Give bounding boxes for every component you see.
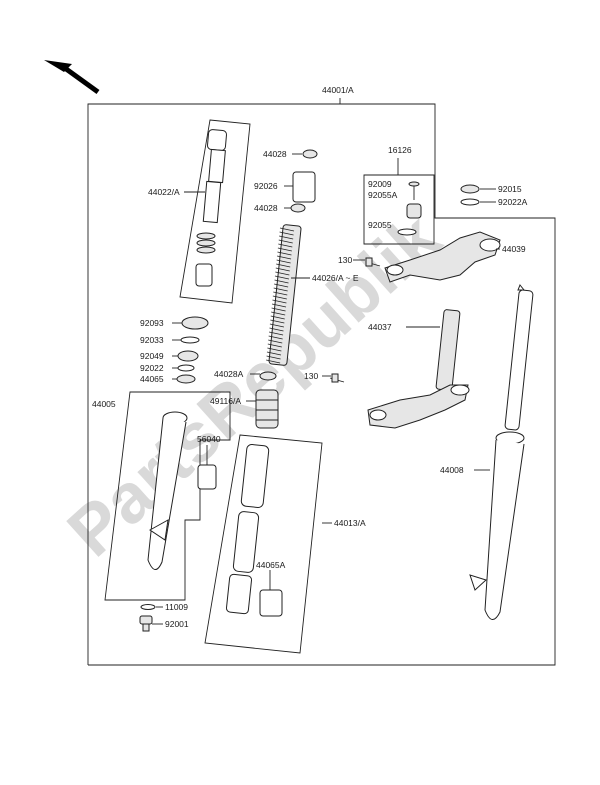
spring-coil <box>275 271 290 276</box>
label-130-lower: 130 <box>304 371 318 381</box>
label-44065: 44065 <box>140 374 164 384</box>
part-44028-washer-top <box>302 149 318 159</box>
spring-coil <box>268 331 284 336</box>
part-44039-upper-bracket <box>384 231 501 283</box>
spring-coil <box>273 287 288 292</box>
spring-coil <box>271 311 286 316</box>
spring-coil <box>276 255 292 260</box>
part-44028-washer <box>290 203 306 213</box>
spring-coil <box>275 267 290 272</box>
assembly-frame <box>87 98 556 666</box>
spring-coil <box>277 251 292 256</box>
label-44037: 44037 <box>368 322 392 332</box>
part-92022-washer <box>177 364 195 372</box>
spring-coil <box>266 355 281 360</box>
label-44028-top: 44028 <box>263 149 287 159</box>
label-92015: 92015 <box>498 184 522 194</box>
label-44008: 44008 <box>440 465 464 475</box>
subassembly-box-44005 <box>104 391 231 601</box>
part-56040-collar <box>197 464 217 490</box>
part-11009-gasket <box>140 604 156 610</box>
spring-coil <box>266 351 282 356</box>
spring-coil <box>279 231 294 236</box>
spring-coil <box>273 291 288 296</box>
part-92026-spacer <box>292 171 316 203</box>
spring-coil <box>269 327 284 332</box>
spring-coil <box>276 263 291 268</box>
part-130-bolt-top <box>365 257 381 267</box>
part-fork-spring <box>266 224 302 366</box>
subassembly-box-16126 <box>363 174 435 245</box>
part-44037-steering-stem <box>367 309 470 429</box>
label-49116: 49116/A <box>210 396 241 406</box>
label-92009: 92009 <box>368 179 392 189</box>
label-44026: 44026/A ~ E <box>312 273 359 283</box>
label-92033: 92033 <box>140 335 164 345</box>
subassembly-box-44022 <box>179 119 251 304</box>
label-92093: 92093 <box>140 318 164 328</box>
spring-coil <box>270 319 285 324</box>
spring-coil <box>268 335 283 340</box>
leader-lines <box>152 153 500 625</box>
label-92001: 92001 <box>165 619 189 629</box>
label-44065A: 44065A <box>256 560 286 570</box>
part-92093-seal <box>181 316 209 330</box>
part-92049-oil-seal <box>177 350 199 362</box>
spring-coil <box>267 343 282 348</box>
label-44005: 44005 <box>92 399 116 409</box>
label-11009: 11009 <box>165 602 188 612</box>
part-44008-fork-leg <box>469 284 534 620</box>
spring-coil <box>267 347 282 352</box>
part-44013-inner-tube <box>225 444 270 615</box>
part-130-bolt-lower <box>329 373 345 383</box>
part-44028A-seat <box>259 371 277 381</box>
spring-coil <box>270 315 285 320</box>
spring-coil <box>274 279 289 284</box>
spring-coil <box>268 339 283 344</box>
part-16126-bolt-set <box>397 181 422 236</box>
label-16126: 16126 <box>388 145 412 155</box>
spring-coil <box>279 227 295 232</box>
spring-coil <box>266 359 281 364</box>
spring-coil <box>272 295 287 300</box>
spring-coil <box>278 243 293 248</box>
label-92022A: 92022A <box>498 197 528 207</box>
label-92049: 92049 <box>140 351 164 361</box>
spring-coil <box>278 239 293 244</box>
spring-coil <box>272 299 287 304</box>
subassembly-box-44013 <box>204 434 323 654</box>
spring-coil <box>269 323 285 328</box>
part-labels: 44001/A 44022/A 44028 92026 44028 44026/… <box>92 85 528 629</box>
part-92033-ring <box>180 336 200 344</box>
spring-coil <box>271 303 287 308</box>
part-49116-dust-boot <box>255 389 279 429</box>
label-56040: 56040 <box>197 434 221 444</box>
part-44065A-bushing <box>259 589 283 617</box>
label-44013: 44013/A <box>334 518 366 528</box>
part-92015-nut <box>460 184 480 194</box>
part-44065-bushing <box>176 374 196 384</box>
spring-coil <box>274 275 290 280</box>
label-44022: 44022/A <box>148 187 180 197</box>
label-92055A: 92055A <box>368 190 398 200</box>
spring-coil <box>274 283 289 288</box>
direction-arrow-icon <box>44 60 100 95</box>
spring-coil <box>277 247 292 252</box>
label-44001: 44001/A <box>322 85 354 95</box>
label-44028: 44028 <box>254 203 278 213</box>
part-92022A-washer <box>460 198 480 206</box>
label-44039: 44039 <box>502 244 526 254</box>
label-92026: 92026 <box>254 181 278 191</box>
spring-coil <box>271 307 286 312</box>
part-92001-bolt <box>139 615 153 632</box>
label-130-top: 130 <box>338 255 352 265</box>
spring-coil <box>276 259 291 264</box>
label-92022: 92022 <box>140 363 164 373</box>
label-92055: 92055 <box>368 220 392 230</box>
spring-coil <box>279 235 294 240</box>
part-44022-inner-tube <box>195 129 228 287</box>
label-44028A: 44028A <box>214 369 244 379</box>
part-44005-outer-tube <box>147 411 188 570</box>
